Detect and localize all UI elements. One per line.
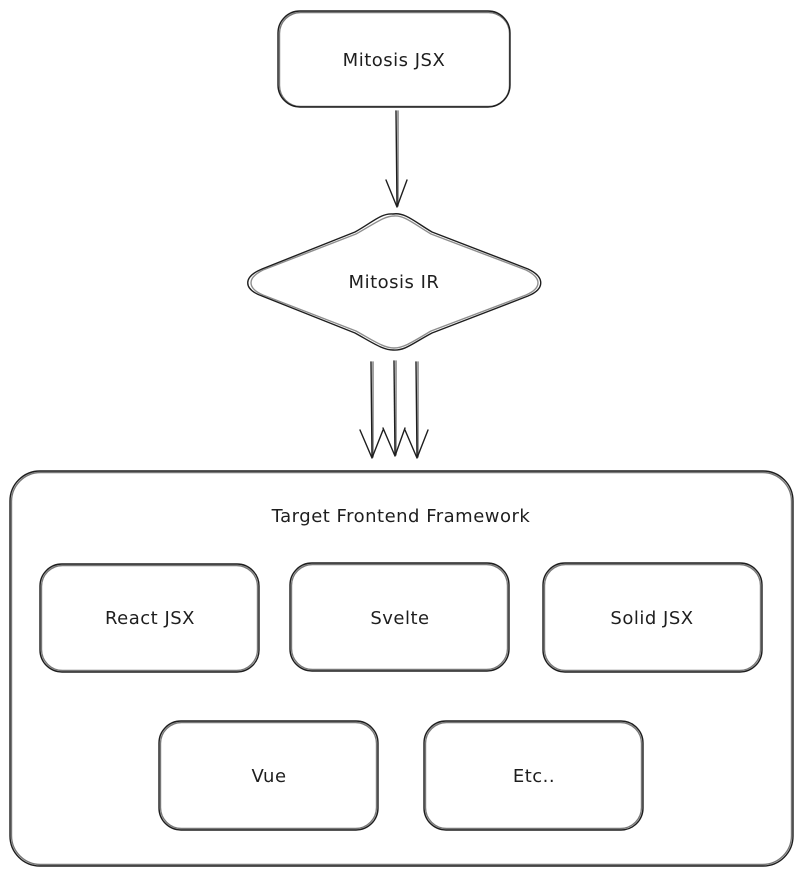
target-label: Svelte xyxy=(370,608,429,629)
arrow-center xyxy=(382,360,406,457)
arrow-left xyxy=(359,361,384,459)
target-vue: Vue xyxy=(158,720,379,831)
target-solid-jsx: Solid JSX xyxy=(542,562,763,673)
target-label: React JSX xyxy=(105,608,195,629)
arrow-right xyxy=(404,361,429,459)
arrow-jsx-to-ir xyxy=(385,110,408,208)
target-svelte: Svelte xyxy=(289,562,510,672)
mitosis-ir-node: Mitosis IR xyxy=(247,213,542,351)
target-framework-container: Target Frontend Framework xyxy=(9,470,794,867)
mitosis-jsx-label: Mitosis JSX xyxy=(343,50,446,71)
arrows-ir-to-targets xyxy=(359,360,429,459)
target-etc: Etc.. xyxy=(423,720,644,831)
target-label: Solid JSX xyxy=(610,608,693,629)
target-react-jsx: React JSX xyxy=(39,563,260,673)
mitosis-jsx-node: Mitosis JSX xyxy=(277,10,511,108)
container-title: Target Frontend Framework xyxy=(271,506,531,527)
target-label: Etc.. xyxy=(513,766,555,787)
target-label: Vue xyxy=(251,766,286,787)
mitosis-ir-label: Mitosis IR xyxy=(349,272,440,293)
